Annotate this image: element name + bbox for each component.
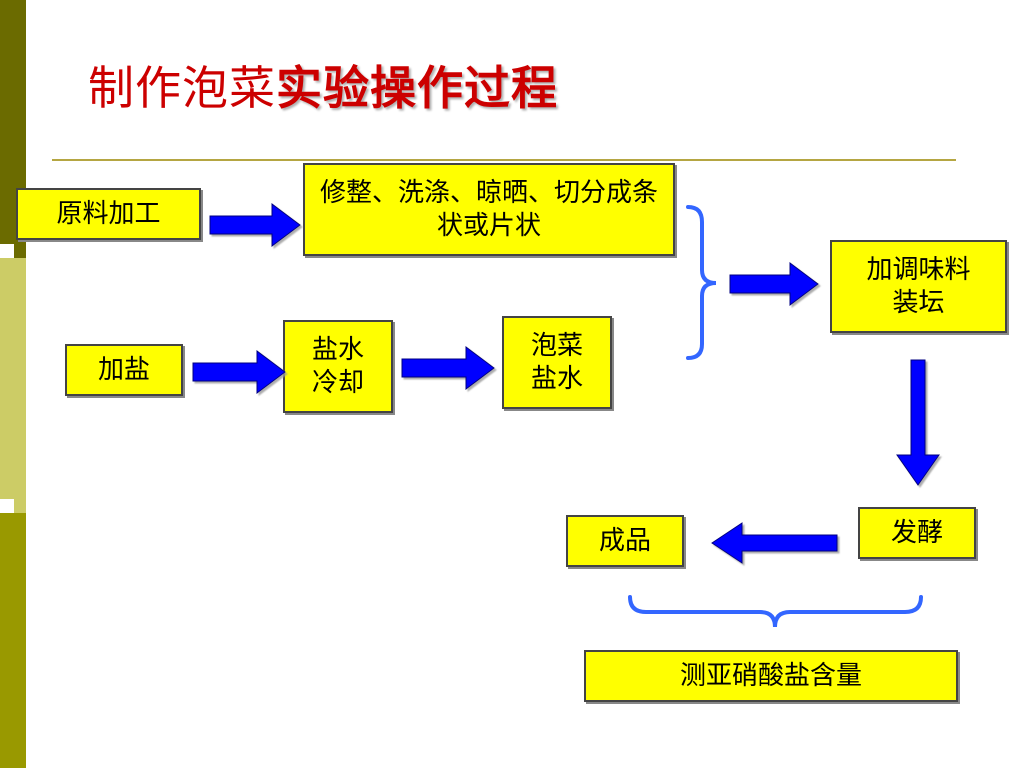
- sidebar-notch: [0, 499, 14, 513]
- sidebar-notch: [0, 244, 14, 258]
- arrow-right-icon: [729, 262, 819, 306]
- node-raw-processing: 原料加工: [16, 188, 201, 240]
- arrow-down-icon: [896, 359, 940, 486]
- arrow-right-icon: [192, 350, 286, 394]
- sidebar-segment-light: [0, 258, 26, 513]
- node-season-jar: 加调味料装坛: [830, 240, 1007, 333]
- title-part-bold: 实验操作过程: [276, 61, 558, 115]
- arrow-right-icon: [209, 203, 301, 247]
- node-brine-cooling: 盐水冷却: [283, 320, 393, 413]
- node-product: 成品: [566, 515, 684, 567]
- sidebar-decoration: [0, 0, 26, 768]
- node-trim-wash: 修整、洗涤、晾晒、切分成条状或片状: [303, 163, 675, 256]
- node-pickle-brine: 泡菜盐水: [502, 316, 612, 409]
- bottom-brace-icon: [628, 595, 923, 628]
- title-part-normal: 制作泡菜: [88, 61, 276, 115]
- title-divider: [52, 159, 956, 161]
- arrow-left-icon: [711, 522, 838, 564]
- sidebar-segment-mid: [0, 513, 26, 768]
- node-ferment: 发酵: [858, 507, 976, 559]
- arrow-right-icon: [401, 346, 495, 390]
- node-add-salt: 加盐: [65, 344, 183, 396]
- right-brace-icon: [686, 205, 717, 360]
- node-nitrite-test: 测亚硝酸盐含量: [584, 650, 958, 702]
- page-title: 制作泡菜实验操作过程: [88, 52, 558, 118]
